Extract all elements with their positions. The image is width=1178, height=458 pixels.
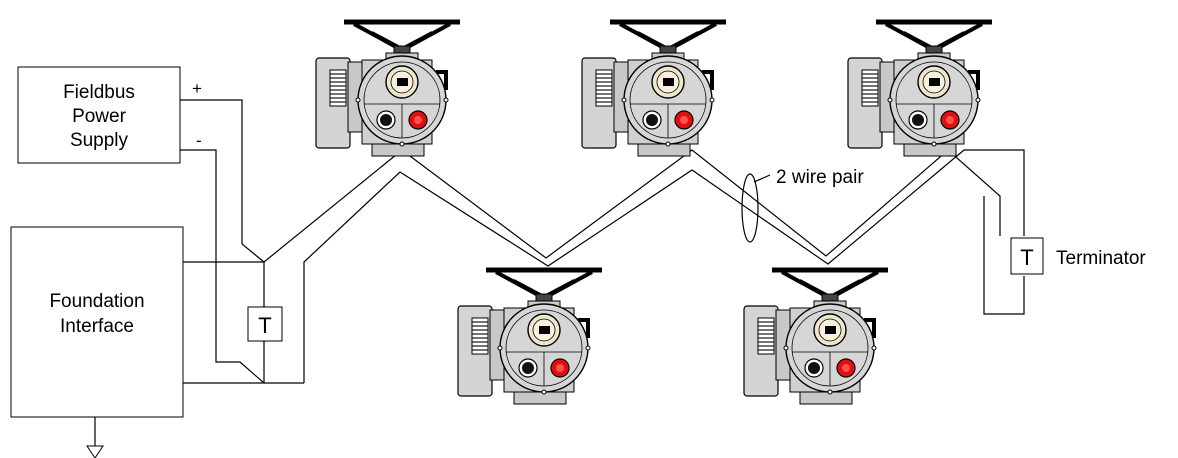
supply-wiring	[180, 99, 304, 384]
ground-icon	[86, 417, 104, 458]
interface-line-2: Interface	[60, 316, 134, 337]
right-terminator: T Terminator	[1010, 237, 1146, 275]
terminator-label: Terminator	[1056, 248, 1146, 269]
trunk-cable	[263, 149, 1025, 383]
interface-line-1: Foundation	[49, 291, 144, 312]
foundation-interface-block: Foundation Interface	[10, 226, 184, 418]
left-terminator-letter: T	[258, 313, 271, 338]
wire-pair-label: 2 wire pair	[776, 167, 864, 188]
power-supply-block: Fieldbus Power Supply + -	[17, 66, 202, 164]
left-terminator: T	[247, 306, 283, 342]
power-supply-line-3: Supply	[70, 130, 129, 151]
power-supply-line-2: Power	[72, 106, 127, 127]
wire-pair-marker: 2 wire pair	[741, 167, 864, 243]
actuator-5	[744, 270, 888, 404]
minus-sign: -	[196, 131, 202, 150]
power-supply-line-1: Fieldbus	[63, 82, 135, 103]
right-terminator-letter: T	[1020, 245, 1033, 270]
actuator-3	[848, 22, 992, 156]
plus-sign: +	[192, 79, 202, 98]
actuator-2	[582, 22, 726, 156]
actuator-1	[316, 22, 460, 156]
actuator-4	[458, 270, 602, 404]
